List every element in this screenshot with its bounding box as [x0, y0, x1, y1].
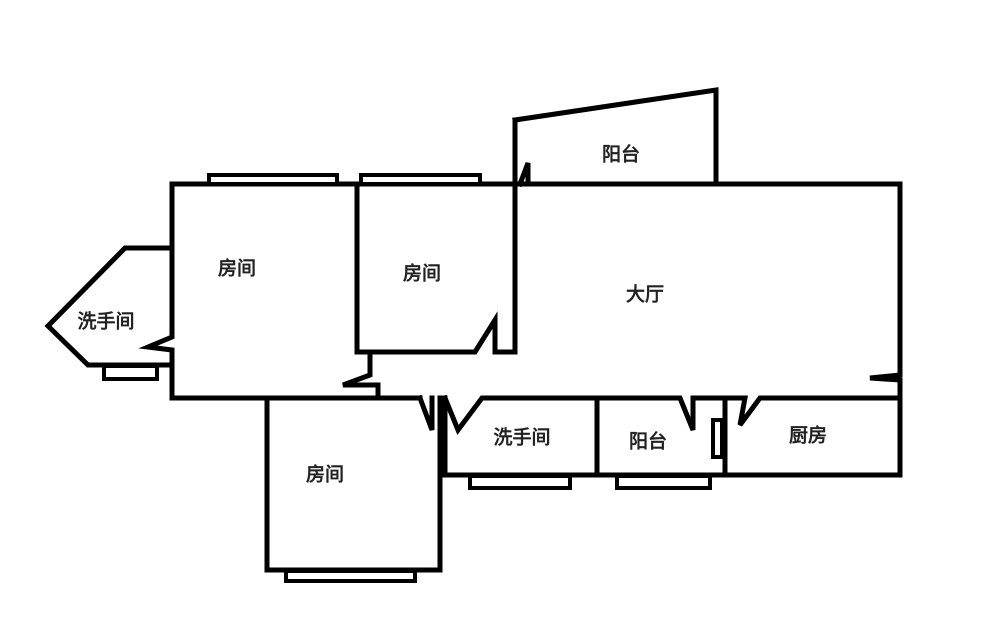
- door-bedroom-3: [416, 394, 435, 431]
- door-balcony-bottom: [711, 418, 724, 459]
- wall-left-bedroom: [138, 181, 423, 401]
- door-balcony-top: [516, 162, 551, 188]
- room-label-balcony-top: 阳台: [601, 143, 641, 166]
- room-label-living-room: 大厅: [625, 283, 665, 306]
- wall-top: [169, 181, 903, 478]
- wall-bedroom-2: [354, 117, 518, 355]
- room-label-bedroom-2: 房间: [402, 262, 442, 285]
- room-label-bedroom-3: 房间: [305, 463, 345, 486]
- room-label-washroom-bottom: 洗手间: [493, 426, 551, 449]
- room-label-kitchen: 厨房: [788, 424, 828, 447]
- door-washroom-bottom: [441, 394, 903, 436]
- wall-bedroom-3: [264, 395, 443, 573]
- door-bedroom-2-lower: [342, 349, 381, 401]
- window-bedroom-3: [284, 569, 417, 583]
- window-left-washroom: [102, 364, 159, 381]
- room-label-washroom-left: 洗手间: [77, 310, 135, 333]
- wall-balcony-top: [512, 87, 719, 187]
- room-label-bedroom-1: 房间: [217, 257, 257, 280]
- window-bedroom-1: [207, 173, 339, 186]
- window-balcony-bottom: [615, 474, 712, 490]
- room-label-balcony-bottom: 阳台: [628, 430, 668, 453]
- window-washroom-bottom: [468, 474, 572, 490]
- window-bedroom-2: [359, 173, 482, 186]
